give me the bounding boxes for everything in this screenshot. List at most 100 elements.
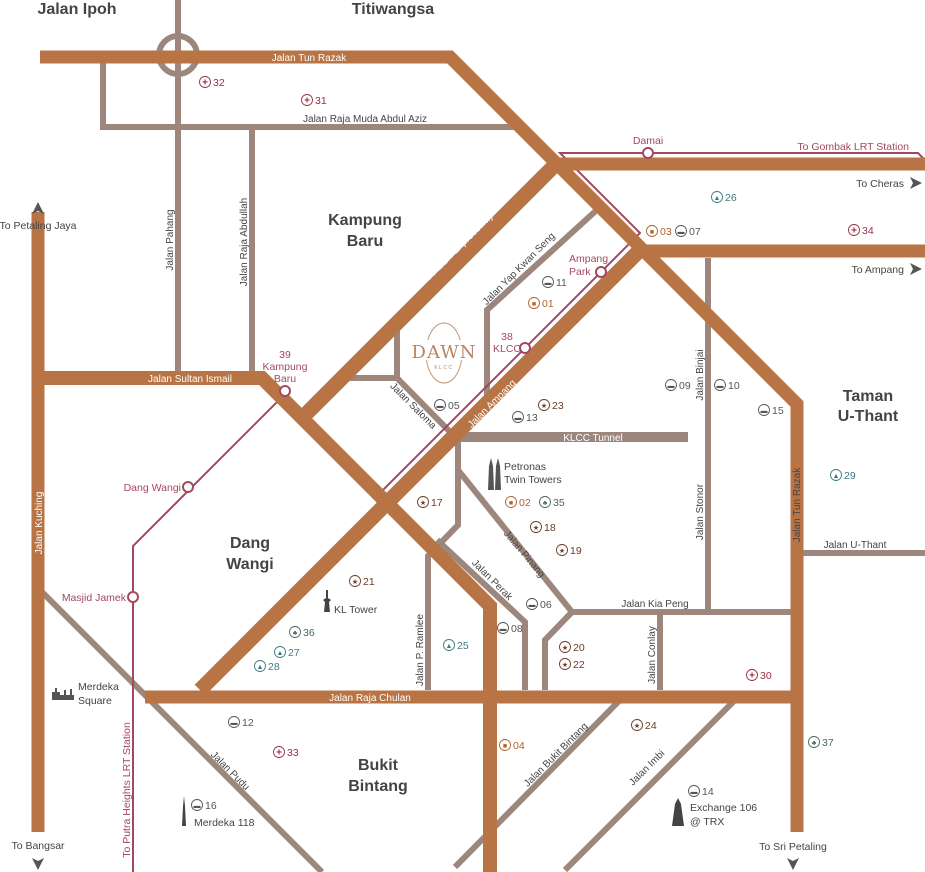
landmark-label: Merdeka 118 <box>194 817 255 829</box>
landmark-label: @ TRX <box>690 816 724 828</box>
station-klcc[interactable]: 38 KLCC <box>493 331 531 355</box>
poi-office[interactable]: ▬08 <box>497 622 523 636</box>
label-jalan-raja-muda: Jalan Raja Muda Abdul Aziz <box>303 114 427 125</box>
poi-number: 26 <box>725 192 737 204</box>
poi-hospital[interactable]: +32 <box>199 76 225 90</box>
svg-text:▬: ▬ <box>691 789 698 796</box>
poi-hospital[interactable]: +34 <box>848 224 874 238</box>
area-bukit-bintang: Bukit <box>358 757 399 774</box>
label-jalan-tun-razak: Jalan Tun Razak <box>272 53 347 64</box>
poi-shopping[interactable]: ■04 <box>499 739 525 753</box>
poi-number: 28 <box>268 661 280 673</box>
landmark-merdeka-118[interactable]: Merdeka 118 <box>182 796 255 829</box>
hospital-cross-icon: + <box>199 76 211 89</box>
poi-number: 31 <box>315 95 327 107</box>
poi-number: 09 <box>679 380 691 392</box>
exchange-106-icon <box>672 798 684 826</box>
svg-text:+: + <box>749 671 755 682</box>
station-damai[interactable]: Damai <box>633 135 663 159</box>
poi-office[interactable]: ▬07 <box>675 225 701 239</box>
poi-shopping[interactable]: ■02 <box>505 496 531 510</box>
poi-office[interactable]: ▬11 <box>542 276 568 290</box>
poi-number: 37 <box>822 737 834 749</box>
star-icon: ★ <box>556 544 568 556</box>
svg-text:+: + <box>304 96 310 107</box>
poi-school[interactable]: ▲26 <box>711 191 737 205</box>
logo-name: DAWN <box>412 342 477 363</box>
poi-hospital[interactable]: +30 <box>746 669 772 683</box>
poi-number: 29 <box>844 470 856 482</box>
station-masjid-jamek[interactable]: Masjid Jamek <box>62 591 139 604</box>
poi-attraction[interactable]: ★20 <box>559 641 585 655</box>
poi-attraction[interactable]: ★23 <box>538 399 564 413</box>
poi-number: 12 <box>242 717 254 729</box>
direction-putra-heights: To Putra Heights LRT Station <box>121 722 133 858</box>
briefcase-icon: ▬ <box>512 411 524 423</box>
poi-attraction[interactable]: ★21 <box>349 575 375 589</box>
direction-gombak: To Gombak LRT Station <box>797 141 909 153</box>
briefcase-icon: ▬ <box>526 598 538 610</box>
landmark-exchange-106[interactable]: Exchange 106 @ TRX <box>672 798 757 828</box>
svg-text:▬: ▬ <box>231 720 238 727</box>
poi-office[interactable]: ▬14 <box>688 785 714 799</box>
svg-text:▬: ▬ <box>529 602 536 609</box>
landmark-label: Twin Towers <box>504 474 562 486</box>
svg-text:★: ★ <box>420 499 426 507</box>
arrow-up-icon <box>32 202 44 214</box>
station-dang-wangi[interactable]: Dang Wangi <box>124 481 194 494</box>
landmark-merdeka-square[interactable]: Merdeka Square <box>52 681 119 707</box>
poi-office[interactable]: ▬ 12 <box>228 716 254 730</box>
poi-hospital[interactable]: +33 <box>273 746 299 760</box>
station-kampung-baru[interactable]: 39 Kampung Baru <box>263 349 308 397</box>
svg-text:+: + <box>202 78 208 89</box>
label-jalan-ampang: Jalan Ampang <box>466 378 519 431</box>
poi-hospital[interactable]: +31 <box>301 94 327 108</box>
road-jalan-tun-razak <box>40 50 804 832</box>
poi-park[interactable]: ♣37 <box>808 736 834 750</box>
poi-office[interactable]: ▬16 <box>191 799 217 813</box>
station-ampang-park[interactable]: Ampang Park <box>569 253 608 278</box>
landmark-kl-tower[interactable]: KL Tower <box>323 590 378 616</box>
arrow-down-icon <box>787 858 799 870</box>
points-of-interest: +32+31▲26■03▬07+34▬11■01▬09▬10▬15▬05★23▬… <box>191 76 874 813</box>
poi-park[interactable]: ♣36 <box>289 626 315 640</box>
road-jalan-sultan-ismail <box>40 371 497 872</box>
poi-office[interactable]: ▬10 <box>714 379 740 393</box>
poi-attraction[interactable]: ★24 <box>631 719 657 733</box>
poi-office[interactable]: ▬15 <box>758 404 784 418</box>
poi-office[interactable]: ▬06 <box>526 598 552 612</box>
poi-school[interactable]: ▲27 <box>274 646 300 660</box>
briefcase-icon: ▬ <box>542 276 554 288</box>
briefcase-icon: ▬ <box>714 379 726 391</box>
briefcase-icon: ▬ <box>228 716 240 728</box>
poi-school[interactable]: ▲28 <box>254 660 280 674</box>
label-jalan-pudu: Jalan Pudu <box>208 750 251 793</box>
poi-office[interactable]: ▬05 <box>434 399 460 413</box>
poi-number: 18 <box>544 522 556 534</box>
stations: Damai Ampang Park 38 KLCC 39 Kampung Bar… <box>62 135 663 604</box>
label-jalan-imbi: Jalan Imbi <box>627 748 667 788</box>
station-label: Kampung <box>263 361 308 373</box>
poi-park[interactable]: ♣35 <box>539 496 565 510</box>
star-icon: ★ <box>559 641 571 653</box>
station-label: 38 <box>501 331 513 343</box>
poi-number: 10 <box>728 380 740 392</box>
area-titiwangsa: Titiwangsa <box>352 1 434 18</box>
poi-shopping[interactable]: ■01 <box>528 297 554 311</box>
landmark-petronas[interactable]: Petronas Twin Towers <box>488 458 562 490</box>
poi-school[interactable]: ▲29 <box>830 469 856 483</box>
star-icon: ★ <box>631 719 643 731</box>
poi-school[interactable]: ▲25 <box>443 639 469 653</box>
poi-office[interactable]: ▬13 <box>512 411 538 425</box>
poi-office[interactable]: ▬09 <box>665 379 691 393</box>
direction-petaling-jaya: To Petaling Jaya <box>0 220 77 232</box>
road-jalan-pudu <box>37 587 325 872</box>
kl-tower-icon <box>323 590 331 612</box>
briefcase-icon: ▬ <box>665 379 677 391</box>
poi-attraction[interactable]: ★19 <box>556 544 582 558</box>
poi-shopping[interactable]: ■03 <box>646 225 672 239</box>
poi-attraction[interactable]: ★22 <box>559 658 585 672</box>
poi-attraction[interactable]: ★18 <box>530 521 556 535</box>
poi-attraction[interactable]: ★17 <box>417 496 443 510</box>
